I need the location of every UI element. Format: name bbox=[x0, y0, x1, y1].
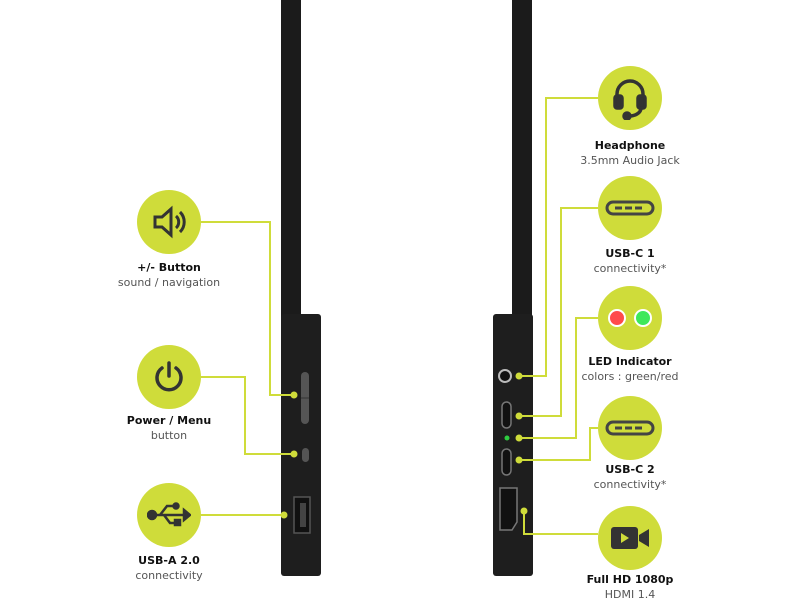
feature-label-volume: +/- Button sound / navigation bbox=[79, 260, 259, 290]
speaker-icon bbox=[137, 190, 201, 254]
usb-c-icon bbox=[598, 396, 662, 460]
feature-subtitle: connectivity* bbox=[593, 478, 667, 491]
connector-line-usb-c1 bbox=[519, 207, 598, 417]
feature-title: +/- Button bbox=[137, 261, 201, 274]
led-icon bbox=[598, 286, 662, 350]
connector-dot bbox=[290, 391, 298, 399]
connector-line-hdmi bbox=[523, 511, 598, 535]
left-monitor-body bbox=[281, 314, 321, 576]
feature-title: Headphone bbox=[594, 139, 666, 152]
feature-subtitle: connectivity bbox=[135, 569, 203, 582]
power-button bbox=[302, 448, 309, 462]
connector-dot bbox=[290, 450, 298, 458]
feature-label-usb-c2: USB-C 2 connectivity* bbox=[540, 462, 720, 492]
usb-icon bbox=[137, 483, 201, 547]
right-monitor-panel bbox=[512, 0, 532, 320]
connector-line-power bbox=[201, 376, 294, 455]
usb-c-port-1 bbox=[501, 401, 512, 429]
left-monitor-panel bbox=[281, 0, 301, 320]
connector-dot bbox=[520, 507, 528, 515]
feature-label-power: Power / Menu button bbox=[79, 413, 259, 443]
feature-title: USB-C 2 bbox=[605, 463, 655, 476]
connector-line-usb-c2 bbox=[519, 427, 598, 461]
connector-dot bbox=[515, 372, 523, 380]
feature-title: Power / Menu bbox=[126, 414, 212, 427]
feature-subtitle: connectivity* bbox=[593, 262, 667, 275]
right-monitor-body bbox=[493, 314, 533, 576]
headset-icon bbox=[598, 66, 662, 130]
feature-label-headphone: Headphone 3.5mm Audio Jack bbox=[540, 138, 720, 168]
led-light bbox=[504, 435, 510, 441]
audio-jack-port bbox=[498, 369, 512, 383]
feature-title: LED Indicator bbox=[588, 355, 672, 368]
feature-subtitle: HDMI 1.4 bbox=[604, 588, 656, 601]
connector-line-volume bbox=[201, 221, 294, 396]
connector-line-headphone bbox=[519, 97, 598, 377]
power-icon bbox=[137, 345, 201, 409]
connector-dot bbox=[515, 434, 523, 442]
feature-label-usb-c1: USB-C 1 connectivity* bbox=[540, 246, 720, 276]
feature-title: Full HD 1080p bbox=[586, 573, 674, 586]
feature-title: USB-C 1 bbox=[605, 247, 655, 260]
connector-dot bbox=[515, 412, 523, 420]
video-camera-icon bbox=[598, 506, 662, 570]
feature-subtitle: sound / navigation bbox=[117, 276, 221, 289]
feature-subtitle: 3.5mm Audio Jack bbox=[580, 154, 680, 167]
connector-dot bbox=[280, 511, 288, 519]
feature-label-usb-a: USB-A 2.0 connectivity bbox=[79, 553, 259, 583]
feature-title: USB-A 2.0 bbox=[138, 554, 200, 567]
feature-label-hdmi: Full HD 1080p HDMI 1.4 bbox=[540, 572, 720, 602]
hdmi-port bbox=[499, 487, 518, 531]
feature-subtitle: colors : green/red bbox=[581, 370, 679, 383]
usb-c-port-2 bbox=[501, 448, 512, 476]
usb-c-icon bbox=[598, 176, 662, 240]
connector-line-led bbox=[519, 317, 598, 439]
connector-dot bbox=[515, 456, 523, 464]
feature-subtitle: button bbox=[150, 429, 188, 442]
feature-label-led: LED Indicator colors : green/red bbox=[540, 354, 720, 384]
